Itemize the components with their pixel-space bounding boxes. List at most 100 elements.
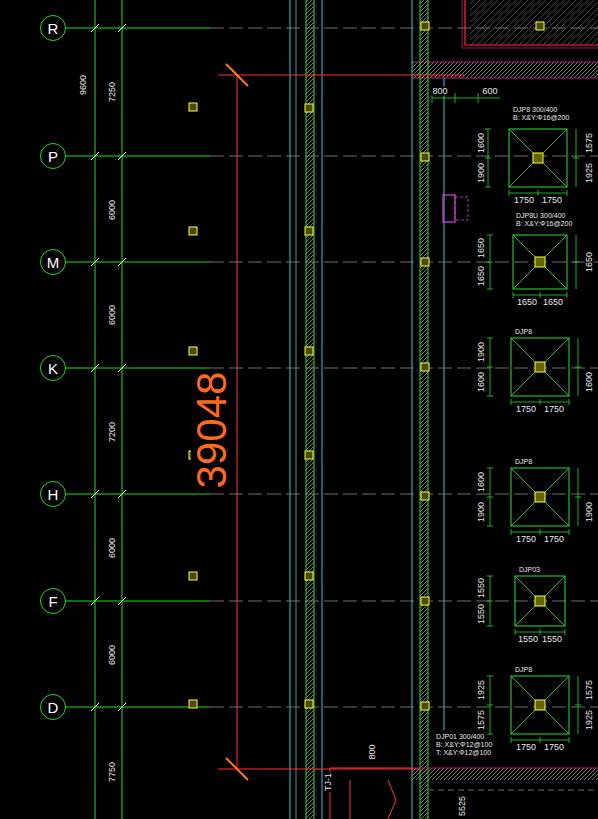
grid-label: M — [47, 255, 60, 270]
dimension-text: 1575 — [585, 132, 594, 154]
dimension-text: 1925 — [477, 679, 486, 701]
drawing-stroke — [290, 0, 291, 819]
drawing-stroke — [95, 0, 96, 819]
dimension-text: DJP8 300/400 — [512, 106, 558, 113]
drawing-stroke — [575, 468, 581, 526]
dimension-text: 1575 — [585, 679, 594, 701]
drawing-stroke — [305, 347, 313, 355]
dimension-text: 7750 — [108, 761, 117, 783]
dimension-text: 600 — [481, 87, 498, 96]
drawing-stroke — [573, 129, 579, 187]
drawing-stroke — [421, 363, 429, 371]
dimension-text: 1925 — [585, 162, 594, 184]
drawing-stroke — [330, 768, 412, 819]
dimension-text: 1750 — [541, 196, 563, 205]
dimension-text: 1550 — [541, 635, 563, 644]
dimension-text: 1600 — [477, 471, 486, 493]
drawing-stroke — [91, 152, 99, 160]
drawing-stroke — [189, 347, 197, 355]
grid-bubble: K — [40, 355, 66, 381]
drawing-stroke — [66, 156, 210, 157]
drawing-stroke — [66, 494, 210, 495]
drawing-stroke — [421, 258, 429, 266]
dimension-text: 9600 — [79, 74, 88, 96]
dimension-text: DJP01 300/400 — [435, 733, 485, 740]
dimension-text: 5525 — [458, 795, 467, 817]
drawing-stroke — [462, 0, 598, 48]
drawing-stroke — [535, 492, 545, 502]
drawing-stroke — [66, 28, 210, 29]
drawing-stroke — [91, 703, 99, 711]
grid-bubble: R — [40, 15, 66, 41]
dimension-text: 1925 — [585, 709, 594, 731]
drawing-stroke — [118, 703, 126, 711]
drawing-stroke — [412, 768, 598, 769]
grid-bubble: D — [40, 694, 66, 720]
drawing-stroke — [421, 153, 429, 161]
drawing-stroke — [536, 22, 544, 30]
drawing-stroke — [513, 235, 567, 289]
drawing-stroke — [575, 338, 581, 396]
drawing-stroke — [412, 0, 413, 819]
grid-bubble: M — [40, 249, 66, 275]
drawing-stroke — [535, 362, 545, 372]
drawing-stroke — [455, 197, 468, 220]
grid-label: H — [48, 487, 59, 502]
drawing-stroke — [511, 676, 569, 734]
drawing-stroke — [487, 576, 493, 626]
dimension-text: 1550 — [517, 635, 539, 644]
drawing-stroke — [305, 104, 313, 112]
dimension-text: 1750 — [513, 196, 535, 205]
drawing-stroke — [122, 0, 123, 819]
grid-bubble: P — [40, 143, 66, 169]
drawing-stroke — [420, 0, 421, 819]
drawing-stroke — [515, 576, 565, 626]
drawing-stroke — [189, 572, 197, 580]
drawing-stroke — [66, 707, 210, 708]
drawing-stroke — [91, 24, 99, 32]
drawing-stroke — [421, 22, 429, 30]
drawing-stroke — [189, 700, 197, 708]
dimension-text: 1900 — [477, 501, 486, 523]
grid-label: F — [48, 594, 57, 609]
dimension-text: 1650 — [477, 237, 486, 259]
drawing-stroke — [428, 790, 598, 791]
dimension-text: 1750 — [543, 743, 565, 752]
drawing-stroke — [118, 490, 126, 498]
drawing-stroke — [118, 597, 126, 605]
drawing-stroke — [305, 227, 313, 235]
dimension-text: DJP8 — [514, 458, 533, 465]
dimension-text: TJ-1 — [324, 772, 333, 792]
drawing-stroke — [511, 338, 569, 396]
drawing-stroke — [535, 596, 545, 606]
dimension-text: 7250 — [108, 81, 117, 103]
dimension-text: 1900 — [477, 162, 486, 184]
dimension-text: 1650 — [585, 251, 594, 273]
drawing-stroke — [118, 258, 126, 266]
grid-label: D — [48, 700, 59, 715]
dimension-text: 800 — [431, 87, 448, 96]
drawing-stroke — [487, 676, 493, 734]
drawing-stroke — [412, 62, 598, 78]
drawing-stroke — [322, 0, 323, 819]
drawing-stroke — [66, 22, 598, 743]
drawing-stroke — [305, 451, 313, 459]
dimension-text: 1900 — [477, 341, 486, 363]
drawing-stroke — [443, 195, 455, 222]
drawing-stroke — [91, 597, 99, 605]
dimension-text: 1550 — [477, 603, 486, 625]
drawing-stroke — [444, 78, 445, 730]
dimension-text: 1650 — [477, 265, 486, 287]
drawing-stroke — [412, 62, 598, 78]
drawing-stroke — [513, 235, 567, 289]
dimension-text: 6000 — [108, 537, 117, 559]
dimension-text: B: X&Y:Φ16@200 — [512, 114, 570, 121]
drawing-stroke — [118, 24, 126, 32]
drawing-stroke — [296, 0, 297, 819]
dimension-text: DJP8 — [514, 328, 533, 335]
drawing-stroke — [485, 129, 491, 187]
dimension-text: 1750 — [515, 743, 537, 752]
drawing-stroke — [91, 258, 99, 266]
drawing-stroke — [511, 676, 569, 734]
drawing-stroke — [487, 468, 493, 526]
